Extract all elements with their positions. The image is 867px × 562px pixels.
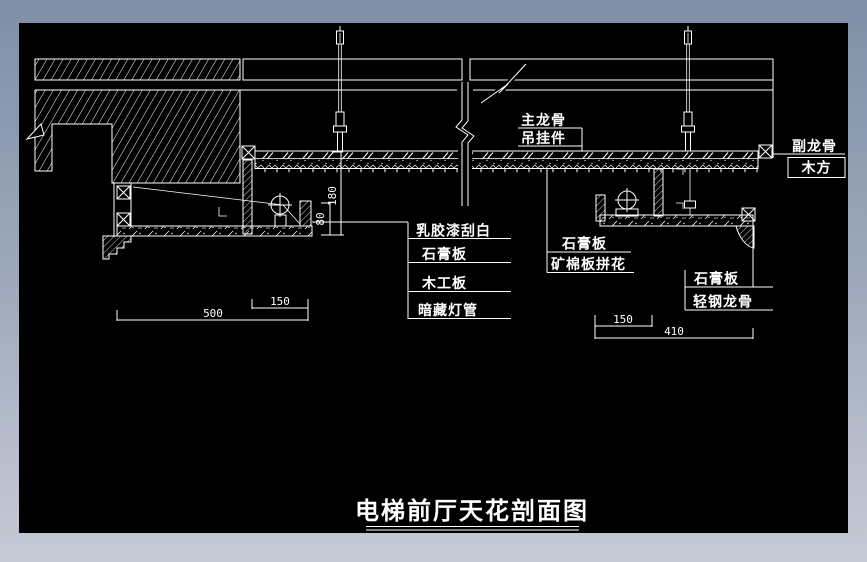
cornice-molding-right [735, 225, 755, 249]
label-mineral-wool-board: 矿棉板拼花 [551, 256, 626, 273]
trough-divider-post [653, 168, 664, 217]
slab-soffit-line [240, 80, 774, 158]
callout-center-stack: 石膏板 矿棉板拼花 [546, 169, 634, 273]
label-gypsum-board: 石膏板 [421, 246, 467, 263]
light-trough-assembly [595, 168, 756, 249]
dim-text-right-150: 150 [613, 313, 633, 326]
dim-text-left-150: 150 [270, 295, 290, 308]
drawing-title: 电梯前厅天花剖面图 [355, 497, 589, 525]
label-plywood: 木工板 [421, 275, 467, 292]
trough-gypsum-board [599, 214, 754, 227]
lower-gypsum-board-left [116, 225, 313, 237]
label-hanger-part: 吊挂件 [521, 130, 566, 147]
dimension-drop-height: 180 [321, 151, 344, 236]
dimension-left-group: 150 500 [116, 295, 309, 321]
upper-ceiling-band [254, 144, 773, 173]
label-hidden-lamp: 暗藏灯管 [418, 302, 478, 319]
light-fixture-base [615, 208, 639, 217]
wall-break-mark [25, 123, 45, 140]
lamp-bracket [218, 207, 227, 217]
label-main-runner: 主龙骨 [521, 112, 566, 129]
dimension-right-group: 150 410 [594, 313, 754, 339]
light-fixture-base [274, 214, 287, 227]
label-gypsum-board: 石膏板 [693, 271, 739, 288]
clip-mark [676, 168, 684, 175]
left-cove-assembly [102, 145, 313, 260]
dim-text-80: 80 [314, 212, 327, 225]
dim-text-180: 180 [326, 186, 339, 206]
drawing-title-block: 电梯前厅天花剖面图 [355, 497, 589, 531]
label-wood-block: 木方 [801, 160, 832, 177]
vertical-break-line [455, 82, 475, 206]
label-secondary-runner: 副龙骨 [792, 138, 837, 155]
floor-slab-band [34, 58, 774, 81]
dim-text-500: 500 [203, 307, 223, 320]
concrete-beam-section [25, 89, 241, 184]
callout-main-runner: 主龙骨 吊挂件 [518, 112, 583, 151]
callout-secondary-runner: 副龙骨 木方 [773, 138, 846, 178]
callout-left-stack: 乳胶漆刮白 石膏板 木工板 暗藏灯管 [312, 221, 511, 319]
callout-right-stack: 石膏板 轻钢龙骨 [684, 226, 773, 311]
dim-text-410: 410 [664, 325, 684, 338]
clip-mark [676, 202, 684, 209]
vertical-fascia-board [242, 159, 253, 235]
trough-lip-left-cove [299, 200, 312, 227]
label-gypsum-board: 石膏板 [561, 236, 607, 253]
label-latex-paint: 乳胶漆刮白 [416, 223, 491, 240]
slab-break-mark [479, 62, 528, 106]
label-light-steel-runner: 轻钢龙骨 [693, 294, 753, 311]
hanger-rod-extension [684, 169, 696, 215]
cornice-molding-left [102, 235, 132, 260]
